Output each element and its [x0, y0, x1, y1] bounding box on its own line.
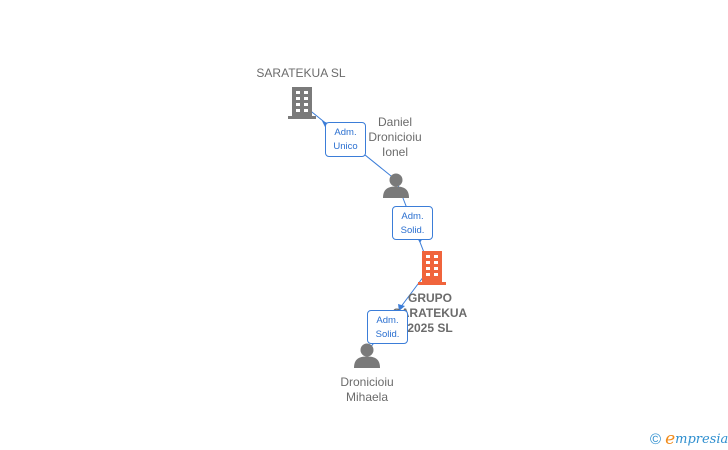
person-icon[interactable] — [382, 171, 410, 199]
node-label-saratekua: SARATEKUA SL — [256, 66, 346, 80]
relation-badge-adm-solid[interactable]: Adm. Solid. — [367, 310, 408, 344]
copyright-icon: © — [650, 430, 662, 448]
edge-arrow-grupo-mihaela — [398, 304, 405, 311]
building-icon[interactable] — [286, 86, 318, 120]
relation-badge-adm-unico[interactable]: Adm. Unico — [325, 122, 366, 157]
node-label-mihaela: Dronicioiu Mihaela — [340, 375, 394, 404]
building-icon[interactable] — [416, 250, 448, 286]
brand-logo-text: mpresia — [675, 431, 728, 447]
node-label-grupo: GRUPO SARATEKUA 2025 SL — [392, 291, 468, 335]
node-label-daniel: Daniel Dronicioiu Ionel — [368, 115, 422, 159]
person-icon[interactable] — [353, 341, 381, 369]
relation-badge-adm-solid[interactable]: Adm. Solid. — [392, 206, 433, 240]
brand-footer[interactable]: © e mpresia — [650, 429, 728, 449]
brand-logo-initial: e — [665, 429, 676, 449]
